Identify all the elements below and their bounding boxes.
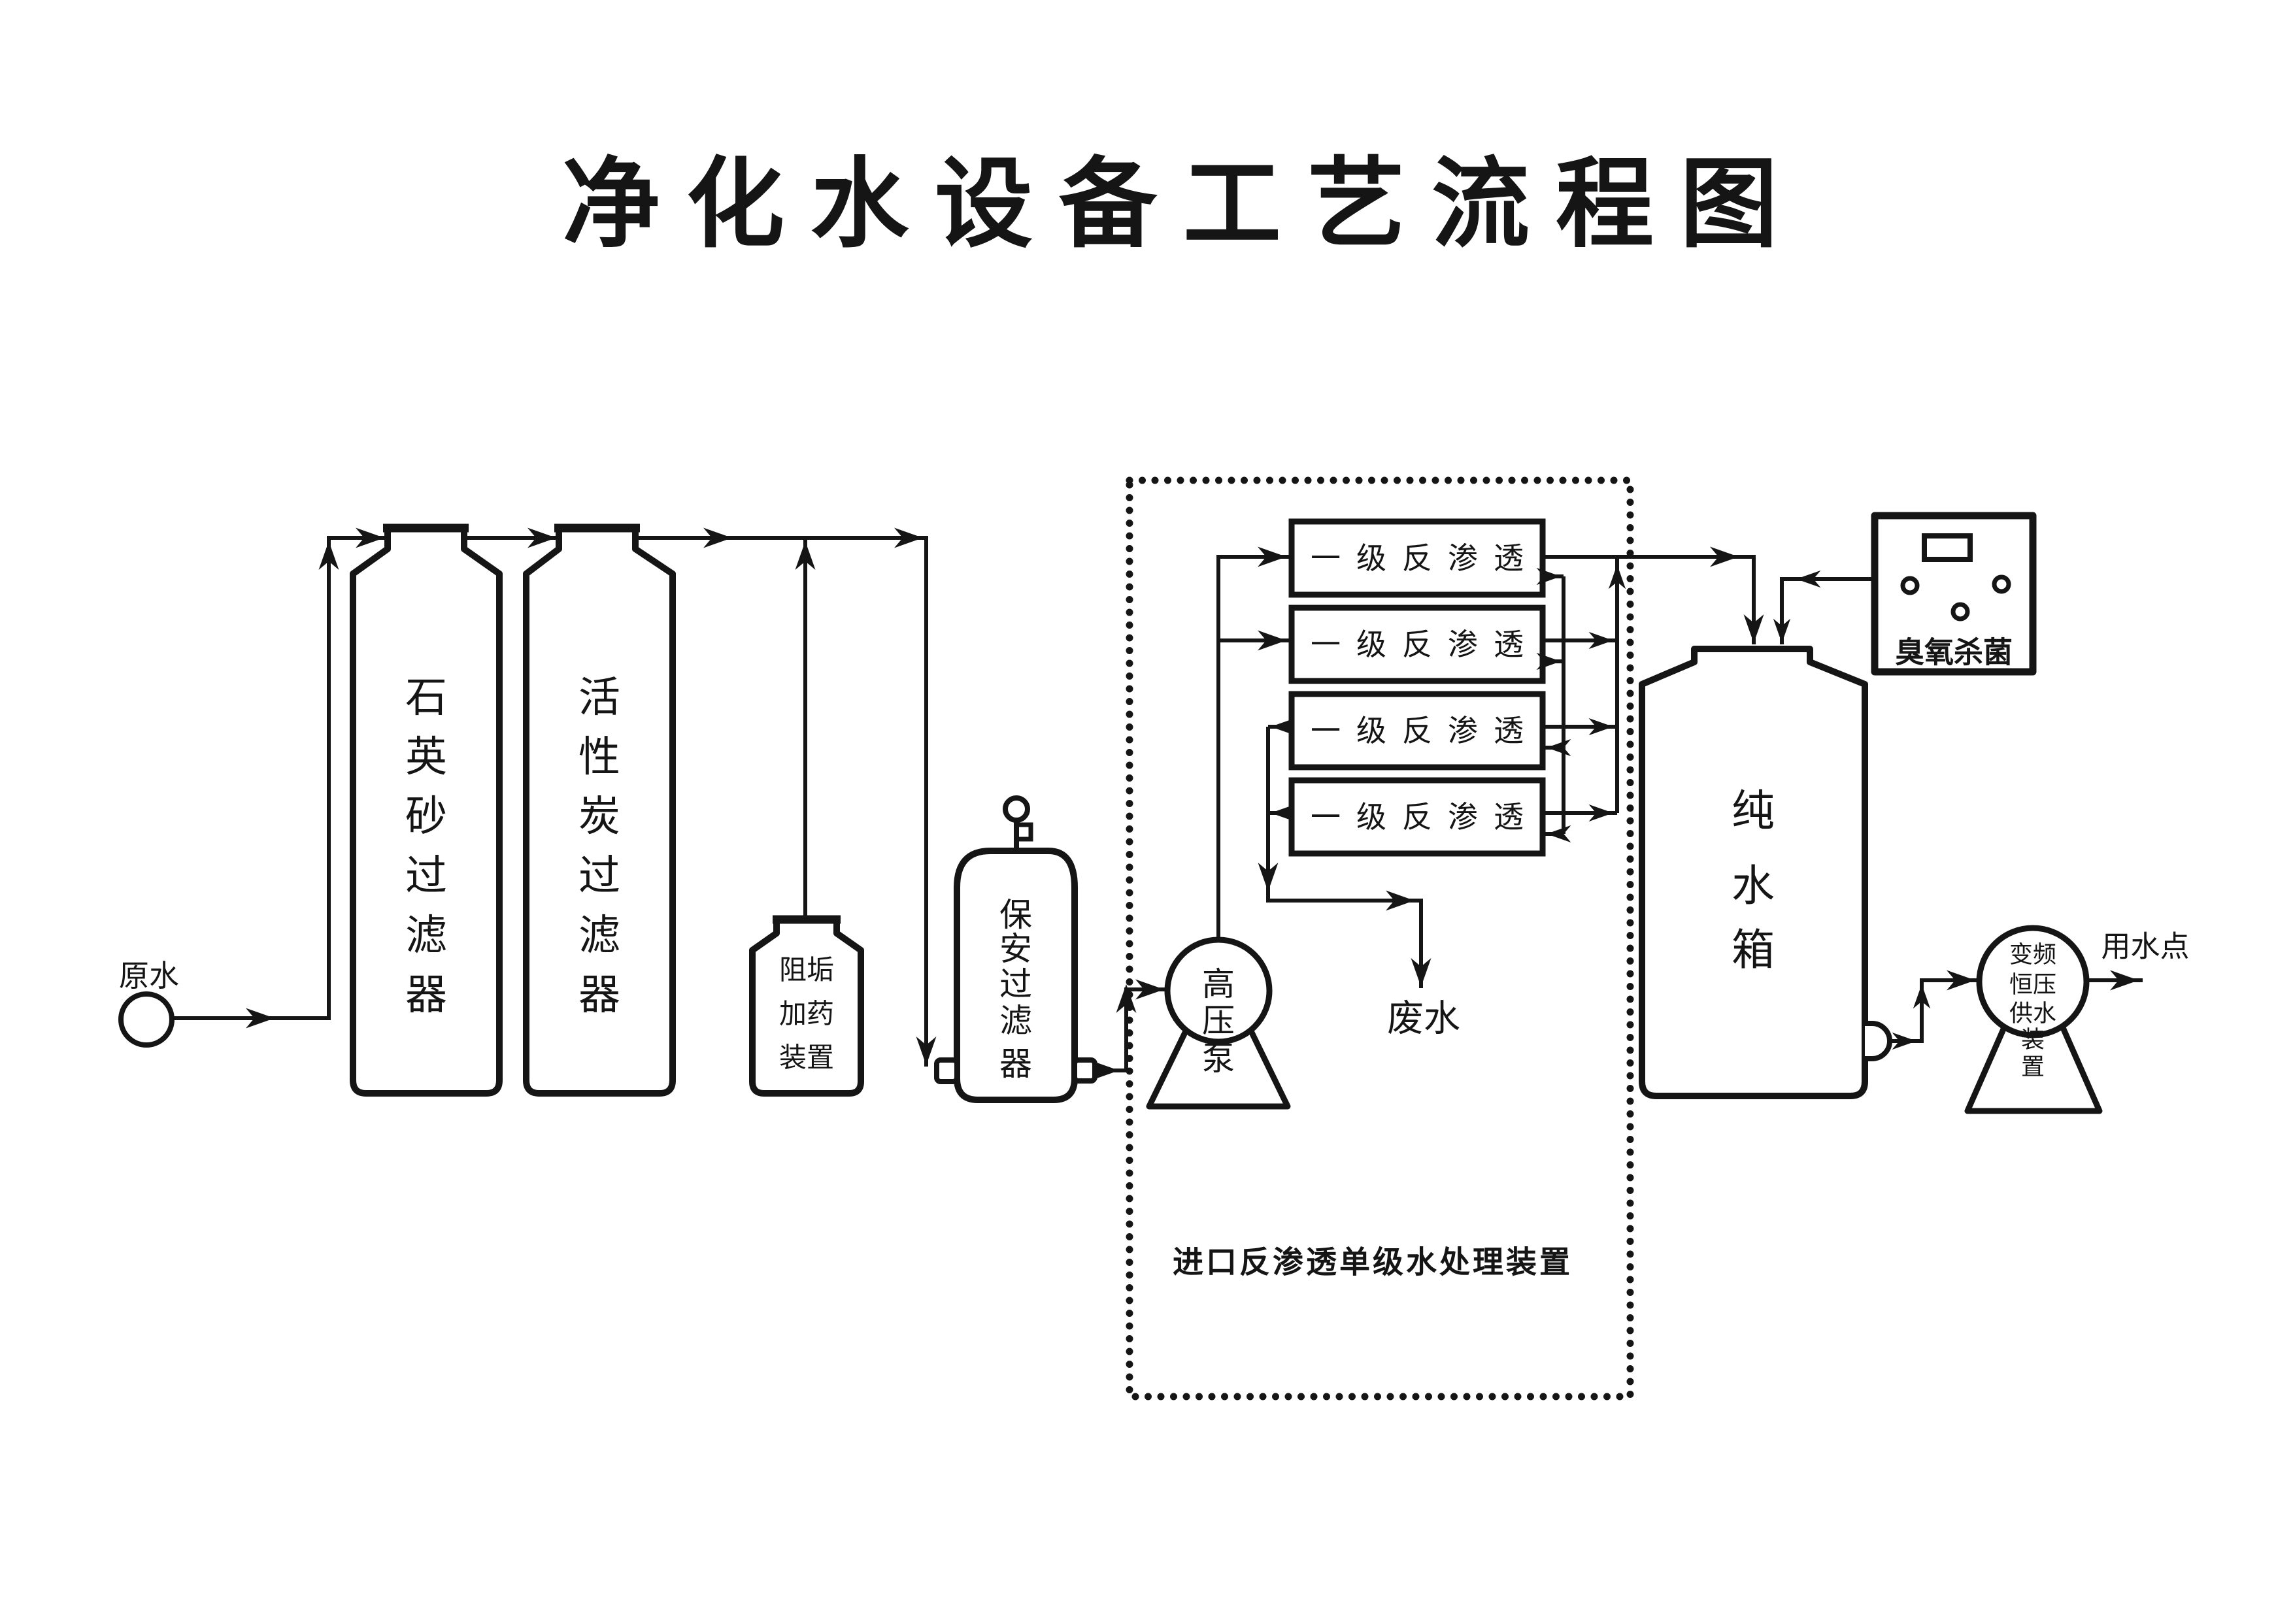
label-char: 过 [405,852,447,899]
vfd-pump-label: 变频 恒压 供水 装 置 [2009,941,2056,1080]
hp-pump-symbol [1146,936,1291,1110]
label-char: 安 [999,931,1032,967]
cartridge-filter-stem-tab [1016,822,1033,842]
flow-arrow [1547,825,1571,843]
waste-water-label: 废水 [1387,998,1460,1039]
hp-pump-label: 高 压 泵 [1202,966,1235,1077]
label-char: 性 [578,733,620,780]
ro-unit-4-label: 一级反渗透 [1311,800,1539,834]
hp-pump-body [1164,936,1273,1045]
label-char: 器 [578,971,620,1018]
label-row: 变频 [2009,941,2056,968]
ozone-generator-label: 臭氧杀菌 [1895,636,2013,669]
label-char: 器 [405,971,447,1018]
ro-unit-2-label: 一级反渗透 [1311,627,1539,661]
pipe-rawwater-feed [172,536,388,1020]
label-char: 器 [999,1046,1032,1082]
flow-arrow [1547,738,1571,757]
gauge-icon [1003,795,1030,823]
label-row: 装 [2021,1026,2045,1053]
vfd-pump-body [1976,925,2090,1038]
dosing-device-vessel [749,915,864,1097]
cartridge-filter-inlet-port [934,1057,960,1084]
cartridge-filter-vessel [934,795,1097,1103]
label-char: 过 [578,852,620,899]
label-row: 供水 [2009,1000,2056,1027]
ozone-knob-icon [1950,602,1970,621]
pipe-carbon-to-cartridge [635,536,928,1067]
page-title: 净化水设备工艺流程图 [562,149,1804,259]
pure-water-tank-vessel [1639,646,1892,1099]
ro-unit-labels: 一级反渗透 一级反渗透 一级反渗透 一级反渗透 [1311,541,1539,834]
pipe-pump-to-ro1 [1216,555,1292,940]
label-char: 高 [1202,966,1235,1003]
label-row: 阻垢 [779,955,834,986]
label-char: 炭 [578,793,620,840]
ozone-knob-icon [1992,574,2011,594]
label-row: 加药 [779,999,834,1029]
pipe-product-to-tank [1543,555,1756,644]
label-row: 置 [2021,1053,2045,1080]
ro-unit-3-label: 一级反渗透 [1311,714,1539,748]
label-char: 过 [999,966,1032,1003]
ro-skid-caption: 进口反渗透单级水处理装置 [1173,1245,1573,1280]
ro-unit-2 [1288,605,1546,684]
raw-water-label: 原水 [119,959,179,993]
ozone-knob-icon [1900,576,1920,595]
cartridge-filter-outlet-port [1072,1057,1097,1084]
label-char: 箱 [1732,925,1775,974]
ro-skid-dotted-boundary [1126,476,1634,1400]
label-char: 砂 [405,793,447,840]
pure-water-tank-label: 纯 水 箱 [1732,786,1775,974]
ro-unit-3 [1288,691,1546,771]
label-char: 活 [578,674,620,721]
ro-unit-1 [1288,518,1546,598]
ro-unit-1-label: 一级反渗透 [1311,541,1539,575]
label-char: 保 [999,897,1032,933]
label-char: 英 [405,733,447,780]
label-char: 滤 [405,912,447,959]
ro-units [1288,518,1546,857]
label-char: 滤 [578,912,620,959]
dosing-device-label: 阻垢 加药 装置 [779,955,834,1073]
vfd-pump-symbol [1964,925,2103,1114]
quartz-filter-label: 石 英 砂 过 滤 器 [405,674,447,1018]
label-char: 纯 [1732,786,1775,835]
ozone-generator-panel [1871,512,2037,676]
carbon-filter-label: 活 性 炭 过 滤 器 [578,674,620,1018]
label-char: 滤 [999,1003,1032,1039]
use-point-label: 用水点 [2101,930,2189,963]
label-char: 压 [1202,1003,1235,1039]
label-char: 水 [1732,861,1775,910]
quartz-filter-vessel [350,523,503,1097]
pipe-waste-drop [1266,727,1423,988]
cartridge-filter-label: 保 安 过 滤 器 [999,897,1032,1082]
ro-unit-4 [1288,777,1546,857]
raw-water-source [118,991,175,1048]
pure-water-tank-outlet-port [1865,1021,1892,1061]
label-char: 石 [405,674,447,721]
ozone-display-icon [1922,533,1973,562]
label-row: 装置 [779,1042,834,1073]
pipe-tank-to-vfdpump [1886,978,1979,1043]
pipe-ozone-to-tank [1780,577,1875,644]
label-char: 泵 [1202,1040,1235,1077]
carbon-filter-vessel [523,523,676,1097]
label-row: 恒压 [2009,971,2056,998]
